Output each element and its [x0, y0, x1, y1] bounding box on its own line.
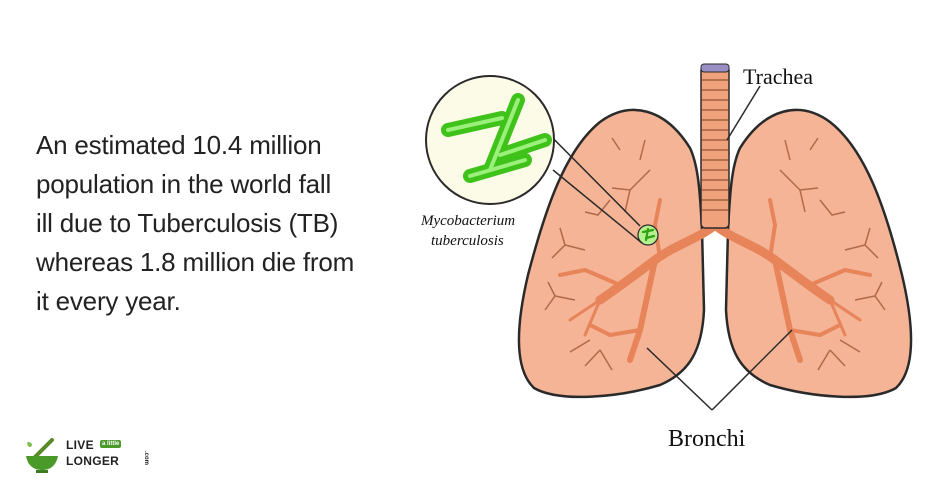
bronchi-label: Bronchi: [668, 426, 746, 452]
left-lung: [517, 108, 706, 399]
magnifier-line: [552, 169, 643, 244]
headline-line: population in the world fall: [36, 169, 332, 199]
logo-suffix: .com: [143, 451, 149, 466]
infection-spot-bacteria: [641, 227, 656, 242]
left-lung-texture: [544, 137, 651, 371]
right-lung-texture: [779, 137, 886, 371]
trachea-label: Trachea: [743, 64, 813, 89]
livealittlelonger-logo[interactable]: LIVE a little LONGER .com: [22, 432, 152, 476]
logo-text-longer: LONGER: [66, 454, 120, 468]
right-lung: [724, 108, 913, 399]
logo-text-live: LIVE: [66, 438, 94, 452]
trachea-pointer: [726, 85, 761, 141]
trachea: [700, 63, 730, 229]
bacterium-label-line2: tuberculosis: [431, 233, 504, 249]
logo-badge: a little: [100, 440, 122, 448]
bacterium-label-line1: Mycobacterium: [420, 213, 515, 229]
headline-line: it every year.: [36, 286, 181, 316]
bronchi-tree: [558, 198, 872, 363]
headline-text: An estimated 10.4 million population in …: [36, 126, 408, 321]
mortar-pestle-icon: [26, 438, 58, 473]
bacteria-rods: [441, 93, 552, 183]
bronchi-pointer: [711, 329, 793, 411]
headline-line: whereas 1.8 million die from: [36, 247, 355, 277]
headline-line: An estimated 10.4 million: [36, 130, 322, 160]
headline-line: ill due to Tuberculosis (TB): [36, 208, 339, 238]
bronchi-pointer: [646, 347, 713, 411]
